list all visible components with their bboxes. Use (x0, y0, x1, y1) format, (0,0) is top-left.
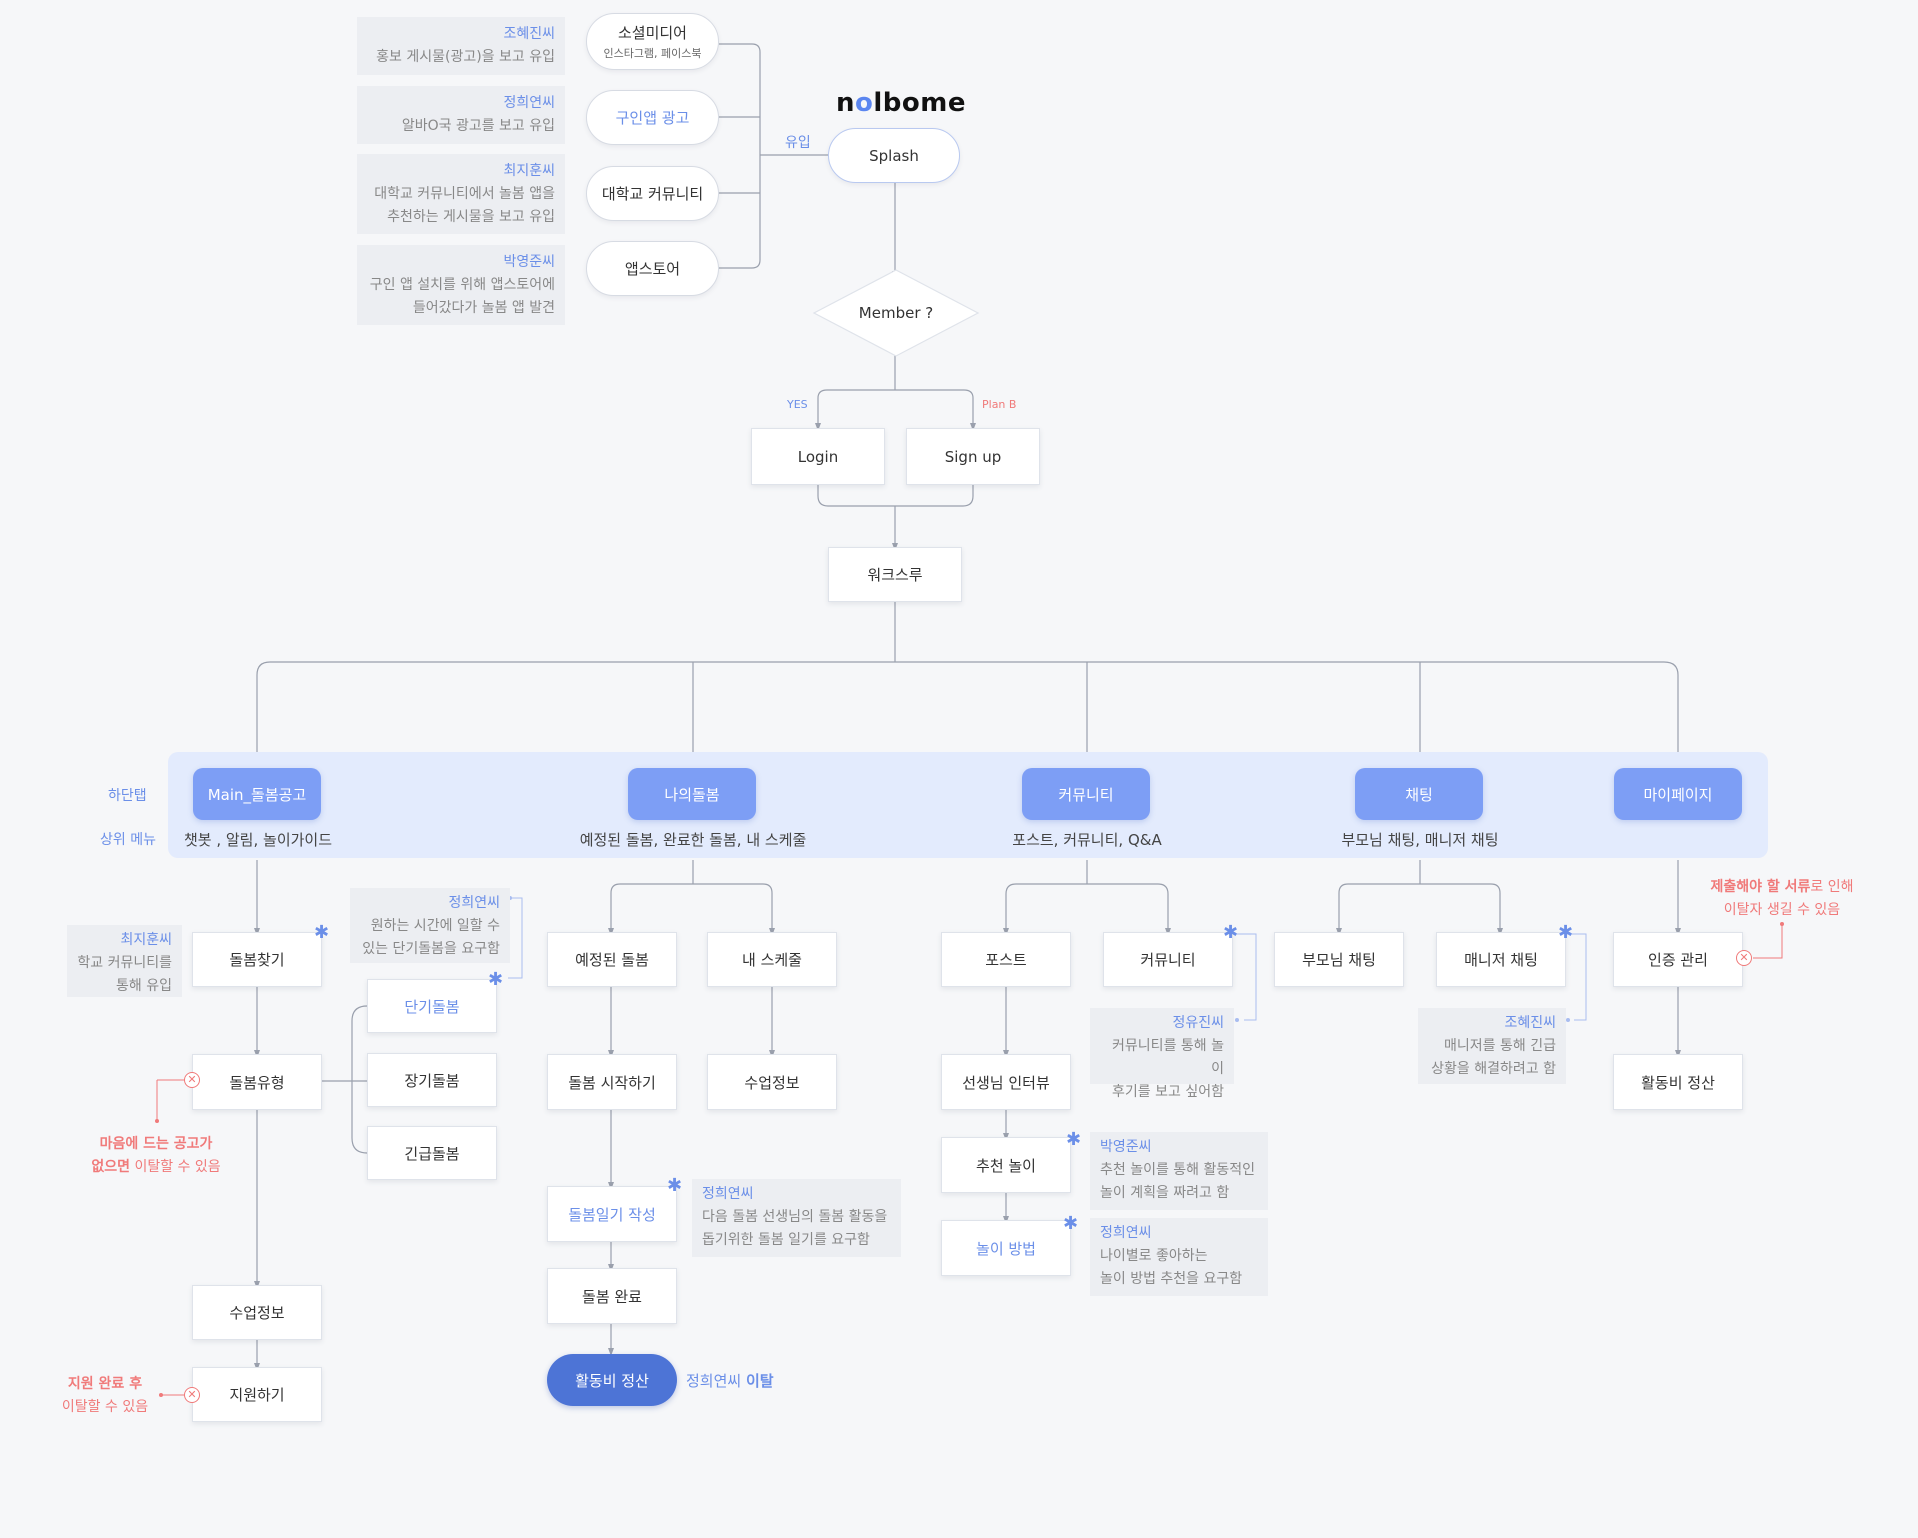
bottom-tab-label: 하단탭 (108, 788, 147, 804)
source-app-store[interactable]: 앱스토어 (586, 241, 719, 296)
tab-chat[interactable]: 채팅 (1355, 768, 1483, 820)
tab-community[interactable]: 커뮤니티 (1022, 768, 1150, 820)
apply-node[interactable]: 지원하기 (192, 1367, 322, 1422)
drop-off-note-auth: 제출해야 할 서류로 인해 이탈자 생길 수 있음 (1710, 879, 1854, 918)
tab-my-care[interactable]: 나의돌봄 (628, 768, 756, 820)
yes-label: YES (787, 398, 808, 411)
persona-note-jung-community: 정유진씨 커뮤니티를 통해 놀이 후기를 보고 싶어함 (1090, 1008, 1234, 1100)
drop-off-note-settle: 정희연씨 이탈 (686, 1372, 774, 1390)
persona-note-jung-short: 정희연씨 원하는 시간에 일할 수 있는 단기돌봄을 요구함 (350, 888, 510, 963)
asterisk-icon: ✱ (488, 969, 504, 990)
persona-note-park-play: 박영준씨 추천 놀이를 통해 활동적인 놀이 계획을 짜려고 함 (1090, 1132, 1268, 1210)
persona-note-jo-manager: 조혜진씨 매니저를 통해 긴급 상황을 해결하려고 함 (1418, 1008, 1566, 1084)
asterisk-icon: ✱ (1223, 922, 1239, 943)
walkthrough-node[interactable]: 워크스루 (828, 547, 962, 602)
start-care-node[interactable]: 돌봄 시작하기 (547, 1054, 677, 1110)
bottom-tab-strip (168, 752, 1768, 858)
persona-note-jung-diary: 정희연씨 다음 돌봄 선생님의 돌봄 활동을 돕기위한 돌봄 일기를 요구함 (692, 1179, 901, 1257)
long-term-care-node[interactable]: 장기돌봄 (367, 1053, 497, 1107)
parent-chat-node[interactable]: 부모님 채팅 (1274, 932, 1404, 987)
community-node[interactable]: 커뮤니티 (1103, 932, 1233, 987)
persona-note-park: 박영준씨 구인 앱 설치를 위해 앱스토어에 들어갔다가 놀봄 앱 발견 (357, 245, 565, 325)
short-term-care-node[interactable]: 단기돌봄 (367, 979, 497, 1033)
source-job-app-ad[interactable]: 구인앱 광고 (586, 90, 719, 145)
my-schedule-node[interactable]: 내 스케줄 (707, 932, 837, 987)
login-node[interactable]: Login (751, 428, 885, 485)
class-info-node-2[interactable]: 수업정보 (707, 1054, 837, 1110)
post-node[interactable]: 포스트 (941, 932, 1071, 987)
persona-note-jo: 조혜진씨 홍보 게시물(광고)을 보고 유입 (357, 17, 565, 75)
care-done-node[interactable]: 돌봄 완료 (547, 1268, 677, 1324)
signup-node[interactable]: Sign up (906, 428, 1040, 485)
source-social-media[interactable]: 소셜미디어 인스타그램, 페이스북 (586, 13, 719, 70)
tab-community-submenu: 포스트, 커뮤니티, Q&A (1012, 831, 1162, 849)
persona-note-choi-find: 최지훈씨 학교 커뮤니티를 통해 유입 (67, 925, 182, 997)
persona-note-jung: 정희연씨 알바O국 광고를 보고 유입 (357, 86, 565, 144)
asterisk-icon: ✱ (1066, 1129, 1082, 1150)
manager-chat-node[interactable]: 매니저 채팅 (1436, 932, 1566, 987)
asterisk-icon: ✱ (1063, 1213, 1079, 1234)
teacher-interview-node[interactable]: 선생님 인터뷰 (941, 1054, 1071, 1110)
persona-note-choi: 최지훈씨 대학교 커뮤니티에서 놀봄 앱을 추천하는 게시물을 보고 유입 (357, 154, 565, 234)
urgent-care-node[interactable]: 긴급돌봄 (367, 1126, 497, 1180)
splash-node[interactable]: Splash (828, 128, 960, 183)
activity-settlement-node[interactable]: 활동비 정산 (1613, 1054, 1743, 1110)
tab-main-submenu: 챗봇 , 알림, 놀이가이드 (183, 831, 333, 849)
class-info-node[interactable]: 수업정보 (192, 1285, 322, 1340)
top-menu-label: 상위 메뉴 (100, 832, 156, 848)
care-type-node[interactable]: 돌봄유형 (192, 1054, 322, 1110)
nolbome-logo: nolbome (836, 88, 967, 118)
source-university-community[interactable]: 대학교 커뮤니티 (586, 166, 719, 221)
care-diary-node[interactable]: 돌봄일기 작성 (547, 1186, 677, 1242)
play-method-node[interactable]: 놀이 방법 (941, 1220, 1071, 1276)
persona-note-jung-play: 정희연씨 나이별로 좋아하는 놀이 방법 추천을 요구함 (1090, 1218, 1268, 1296)
activity-settlement-button[interactable]: 활동비 정산 (547, 1354, 677, 1406)
member-decision: Member ? (812, 268, 980, 358)
drop-off-icon: ✕ (184, 1387, 200, 1403)
drop-off-icon: ✕ (1736, 950, 1752, 966)
drop-off-icon: ✕ (184, 1072, 200, 1088)
tab-mypage[interactable]: 마이페이지 (1614, 768, 1742, 820)
entry-label: 유입 (785, 135, 811, 151)
drop-off-note-apply: 지원 완료 후 이탈할 수 있음 (61, 1376, 149, 1415)
recommended-play-node[interactable]: 추천 놀이 (941, 1137, 1071, 1193)
find-care-node[interactable]: 돌봄찾기 (192, 932, 322, 987)
tab-main-care-posts[interactable]: Main_돌봄공고 (193, 768, 321, 820)
tab-my-care-submenu: 예정된 돌봄, 완료한 돌봄, 내 스케줄 (579, 831, 807, 849)
asterisk-icon: ✱ (1558, 922, 1574, 943)
member-decision-label: Member ? (858, 304, 934, 322)
drop-off-note-care-type: 마음에 드는 공고가 없으면 이탈할 수 있음 (91, 1136, 221, 1175)
tab-chat-submenu: 부모님 채팅, 매니저 채팅 (1341, 831, 1499, 849)
asterisk-icon: ✱ (667, 1175, 683, 1196)
plan-b-label: Plan B (982, 398, 1017, 411)
asterisk-icon: ✱ (314, 922, 330, 943)
scheduled-care-node[interactable]: 예정된 돌봄 (547, 932, 677, 987)
auth-manage-node[interactable]: 인증 관리 (1613, 932, 1743, 987)
